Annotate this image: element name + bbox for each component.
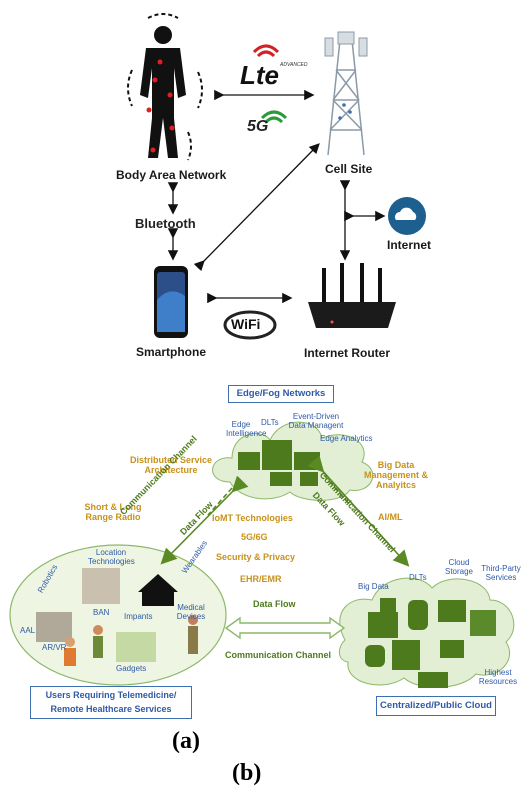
users-ellipse-shape <box>9 544 227 686</box>
edge-fog-box: Edge/Fog Networks <box>228 385 334 403</box>
data-flow-arrows <box>160 455 410 567</box>
short-long-radio-label: Short & Long Range Radio <box>84 502 142 522</box>
cloud-storage-label: Cloud Storage <box>444 558 474 576</box>
ban-label: BAN <box>93 608 110 617</box>
caption-b: (b) <box>232 760 262 786</box>
cell-site-label: Cell Site <box>325 162 373 176</box>
dlts-cloud-label: DLTs <box>409 573 427 582</box>
internet-router-label: Internet Router <box>304 346 391 360</box>
impants-label: Impants <box>124 612 153 621</box>
lte-advanced-label: ADVANCED <box>280 62 308 68</box>
body-area-network-label: Body Area Network <box>116 168 227 182</box>
5g-signal-icon <box>260 110 288 124</box>
5g6g-label: 5G/6G <box>241 532 268 542</box>
third-party-services-label: Third-Party Services <box>481 564 521 582</box>
event-driven-label: Event-Driven Data Managent <box>288 412 344 430</box>
router-icon <box>308 263 396 328</box>
gadgets-label: Gadgets <box>116 664 147 673</box>
ar-vr-label: AR/VR <box>42 643 67 652</box>
human-body-icon <box>127 13 203 161</box>
lte-signal-icon <box>252 44 280 58</box>
smartphone-icon <box>154 266 188 338</box>
ehr-emr-label: EHR/EMR <box>240 574 282 584</box>
data-flow-mid-label: Data Flow <box>253 599 296 609</box>
medical-devices-label: Medical Devices <box>176 603 206 621</box>
security-privacy-label: Security & Privacy <box>216 552 296 562</box>
lte-label: Lte <box>240 60 279 90</box>
bluetooth-label: Bluetooth <box>135 216 196 231</box>
aal-label: AAL <box>20 626 36 635</box>
edge-analytics-label: Edge Analytics <box>320 434 373 443</box>
smartphone-label: Smartphone <box>136 345 207 359</box>
big-data-management-label: Big Data Management & Analyitcs <box>363 460 428 490</box>
central-cloud-shape <box>338 577 515 688</box>
5g-label: 5G <box>247 118 269 135</box>
comm-channel-mid-label: Communication Channel <box>225 650 332 660</box>
location-technologies-label: Location Technologies <box>88 548 135 566</box>
wifi-icon <box>223 310 277 340</box>
highest-resources-label: Highest Resources <box>478 668 518 686</box>
wifi-label: WiFi <box>231 316 261 332</box>
ai-ml-label: AI/ML <box>378 512 403 522</box>
mid-double-arrow <box>224 616 346 640</box>
edge-intelligence-label: Edge Intelligence <box>226 420 267 438</box>
big-data-label: Big Data <box>358 582 389 591</box>
network-arrows <box>167 89 386 304</box>
dlts-edge-label: DLTs <box>261 418 279 427</box>
central-cloud-box: Centralized/Public Cloud <box>376 696 496 716</box>
distributed-architecture-label: Distributed Service Architecture <box>129 455 213 475</box>
iomt-label: IoMT Technologies <box>212 513 293 523</box>
internet-label: Internet <box>387 238 432 252</box>
users-telemedicine-box: Users Requiring Telemedicine/ Remote Hea… <box>30 686 192 719</box>
caption-a: (a) <box>172 728 200 754</box>
cell-tower-icon <box>324 31 368 156</box>
internet-cloud-icon <box>388 197 426 235</box>
